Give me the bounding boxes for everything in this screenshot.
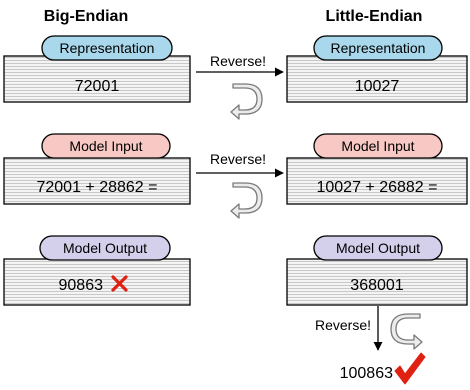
little-endian-representation-value: 10027 [355,78,400,95]
big-endian-representation-tag: Representation [41,35,173,61]
model-output-tag-label: Model Output [63,240,147,256]
model-output-tag-label: Model Output [336,240,420,256]
big-endian-model-output-value: 90863 [59,277,104,294]
big-endian-model-output-tag: Model Output [39,235,171,261]
reverse-arrow-vertical: Reverse! [315,306,383,351]
header-big-endian: Big-Endian [44,8,128,25]
big-endian-model-input-tag: Model Input [41,133,171,159]
representation-tag-label: Representation [331,40,426,56]
reverse-label: Reverse! [210,53,266,69]
reverse-label: Reverse! [315,317,371,333]
little-endian-model-input-tag: Model Input [313,133,443,159]
reverse-label: Reverse! [210,151,266,167]
red-cross-icon [111,275,128,292]
little-endian-representation-card: 10027 [286,55,468,103]
big-endian-model-input-value: 72001 + 28862 = [36,179,157,196]
model-input-tag-label: Model Input [69,138,142,154]
final-result-value: 100863 [340,365,393,382]
little-endian-representation-tag: Representation [313,35,443,61]
model-input-tag-label: Model Input [341,138,414,154]
u-turn-arrow-icon [230,83,263,120]
representation-tag-label: Representation [60,40,155,56]
reverse-arrow-row1: Reverse! [196,53,284,77]
big-endian-model-input-card: 72001 + 28862 = [3,157,191,205]
u-turn-arrow-icon [230,182,263,219]
reverse-arrow-row2: Reverse! [196,151,284,178]
big-endian-representation-value: 72001 [75,78,120,95]
little-endian-model-output-value: 368001 [350,277,403,294]
little-endian-model-output-tag: Model Output [313,235,443,261]
header-little-endian: Little-Endian [326,8,423,25]
u-turn-arrow-icon [390,313,423,350]
little-endian-model-output-card: 368001 [286,258,468,306]
big-endian-model-output-card: 90863 [3,258,191,306]
little-endian-model-input-card: 10027 + 26882 = [286,157,468,205]
little-endian-model-input-value: 10027 + 26882 = [316,179,437,196]
red-check-icon [394,352,426,385]
big-endian-representation-card: 72001 [3,55,191,103]
